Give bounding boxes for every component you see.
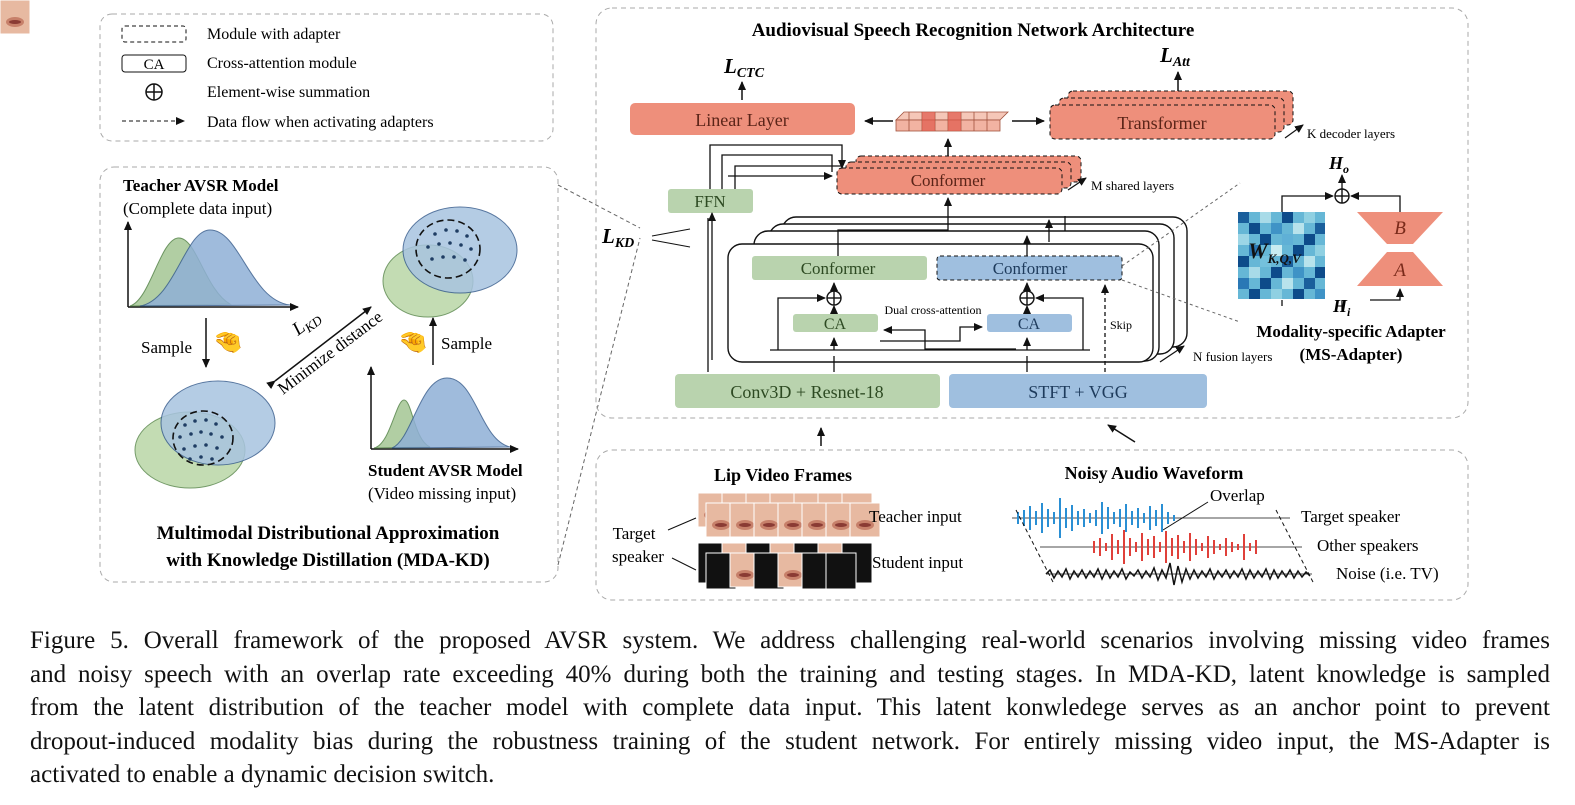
weight-label: WK,Q,V bbox=[1248, 238, 1302, 266]
target-speaker-label-1: Target bbox=[613, 524, 656, 543]
ffn-block bbox=[668, 189, 753, 213]
legend-data-flow-label: Data flow when activating adapters bbox=[207, 114, 434, 131]
audio-frontend-label: STFT + VGG bbox=[1028, 382, 1128, 402]
k-decoder-label: K decoder layers bbox=[1307, 126, 1395, 141]
figure-caption: Figure 5. Overall framework of the propo… bbox=[30, 624, 1550, 792]
teacher-latent-ellipses bbox=[134, 380, 276, 489]
video-frontend-block bbox=[675, 374, 940, 408]
teacher-distribution-plot bbox=[124, 221, 299, 311]
sample-right-label: Sample bbox=[441, 334, 492, 353]
teacher-blue-curve bbox=[139, 229, 291, 307]
audio-title: Noisy Audio Waveform bbox=[1065, 463, 1244, 483]
noise-waveform bbox=[1045, 562, 1312, 586]
caption-line-1: Figure 5. Overall framework of the propo… bbox=[30, 627, 1550, 654]
caption-line-2: and noisy speech with an overlap rate ex… bbox=[30, 660, 1550, 688]
ms-adapter-title-1: Modality-specific Adapter bbox=[1256, 322, 1446, 341]
other-speakers-label: Other speakers bbox=[1317, 536, 1419, 555]
video-frontend-label: Conv3D + Resnet-18 bbox=[730, 382, 883, 402]
skip-label: Skip bbox=[1110, 318, 1132, 332]
linear-layer-block bbox=[630, 103, 855, 135]
weight-heatmap: WK,Q,V bbox=[1238, 212, 1325, 299]
legend-element-sum-label: Element-wise summation bbox=[207, 84, 370, 101]
plus-circle-audio-icon bbox=[1019, 290, 1035, 306]
legend-module-adapter-label: Module with adapter bbox=[207, 26, 341, 43]
teacher-title: Teacher AVSR Model bbox=[123, 176, 279, 195]
student-subtitle: (Video missing input) bbox=[368, 484, 516, 503]
conformer-shared-label: Conformer bbox=[911, 171, 986, 190]
a-label: A bbox=[1392, 260, 1406, 281]
conformer-shared-block: Conformer bbox=[836, 155, 1082, 195]
legend-data-flow: Data flow when activating adapters bbox=[122, 114, 434, 131]
adapter-plus-icon bbox=[1334, 188, 1350, 204]
n-fusion-label: N fusion layers bbox=[1193, 349, 1272, 364]
loss-ctc: LCTC bbox=[723, 54, 765, 81]
b-matrix-block bbox=[1357, 212, 1443, 244]
ca-audio-label: CA bbox=[1018, 316, 1041, 333]
student-title: Student AVSR Model bbox=[368, 461, 523, 480]
mdakd-panel-title-1: Multimodal Distributional Approximation bbox=[157, 523, 500, 544]
legend-cross-attention: CA Cross-attention module bbox=[121, 54, 357, 73]
teacher-lip-frames bbox=[0, 0, 881, 538]
fusion-layers-stack bbox=[727, 216, 1188, 363]
legend-panel: Module with adapter CA Cross-attention m… bbox=[99, 13, 554, 142]
conformer-audio-block bbox=[936, 255, 1123, 281]
h-o-label: Ho bbox=[1328, 153, 1349, 176]
student-lip-frames bbox=[697, 542, 873, 590]
h-i-label: Hi bbox=[1332, 296, 1351, 319]
ms-adapter-title-2: (MS-Adapter) bbox=[1300, 345, 1403, 364]
conformer-video-label: Conformer bbox=[801, 259, 876, 278]
hand-coin-left-icon: 🤏 bbox=[213, 330, 243, 356]
architecture-panel: Audiovisual Speech Recognition Network A… bbox=[595, 7, 1469, 419]
target-speaker-wave-label: Target speaker bbox=[1301, 507, 1400, 526]
legend-element-sum: Element-wise summation bbox=[145, 83, 370, 101]
caption-line-4: dropout-induced modality bias during the… bbox=[30, 727, 1550, 755]
transformer-label: Transformer bbox=[1117, 113, 1206, 133]
student-latent-ellipses bbox=[382, 206, 518, 318]
input-panel: Lip Video Frames bbox=[0, 0, 1469, 601]
framework-figure: Module with adapter CA Cross-attention m… bbox=[0, 0, 1469, 601]
m-shared-label: M shared layers bbox=[1091, 178, 1174, 193]
other-speakers-waveform bbox=[1040, 530, 1302, 564]
hand-coin-right-icon: 🤏 bbox=[398, 330, 428, 356]
teacher-subtitle: (Complete data input) bbox=[123, 199, 272, 218]
ca-video-block bbox=[793, 314, 878, 332]
loss-kd: LKD bbox=[601, 224, 634, 251]
lkd-mdakd-label: LKD bbox=[288, 306, 326, 343]
dual-ca-label: Dual cross-attention bbox=[885, 303, 982, 317]
caption-line-5: activated to enable a dynamic decision s… bbox=[30, 761, 495, 788]
lip-title: Lip Video Frames bbox=[714, 465, 852, 485]
a-matrix-block bbox=[1357, 252, 1443, 286]
target-speaker-waveform bbox=[1012, 498, 1290, 538]
sample-left-label: Sample bbox=[141, 338, 192, 357]
loss-att: LAtt bbox=[1159, 43, 1191, 70]
conformer-audio-label: Conformer bbox=[993, 259, 1068, 278]
ca-audio-block bbox=[987, 314, 1072, 332]
ffn-label: FFN bbox=[694, 192, 725, 211]
student-input-label: Student input bbox=[872, 553, 963, 572]
noise-label: Noise (i.e. TV) bbox=[1336, 564, 1439, 583]
mdakd-panel: Teacher AVSR Model (Complete data input)… bbox=[99, 166, 559, 583]
target-speaker-label-2: speaker bbox=[612, 547, 664, 566]
audio-frontend-block bbox=[949, 374, 1207, 408]
plus-circle-video-icon bbox=[826, 290, 842, 306]
legend-cross-attention-label: Cross-attention module bbox=[207, 55, 357, 72]
legend-module-adapter: Module with adapter bbox=[121, 25, 341, 43]
mdakd-panel-title-2: with Knowledge Distillation (MDA-KD) bbox=[166, 550, 490, 571]
linear-layer-label: Linear Layer bbox=[695, 110, 788, 130]
b-label: B bbox=[1394, 218, 1406, 239]
overlap-label: Overlap bbox=[1210, 486, 1265, 505]
ca-video-label: CA bbox=[824, 316, 847, 333]
teacher-input-label: Teacher input bbox=[869, 507, 962, 526]
transformer-block: Transformer bbox=[1049, 90, 1294, 140]
caption-line-3: from the latent distribution of the teac… bbox=[30, 694, 1550, 721]
legend-ca-box-label: CA bbox=[144, 57, 165, 73]
arch-title: Audiovisual Speech Recognition Network A… bbox=[752, 20, 1195, 41]
token-strip bbox=[895, 111, 1009, 132]
conformer-video-block bbox=[752, 256, 927, 280]
student-distribution-plot bbox=[367, 366, 519, 453]
ms-adapter: WK,Q,V B A Ho Hi Modality-specific Adapt… bbox=[1121, 153, 1446, 364]
